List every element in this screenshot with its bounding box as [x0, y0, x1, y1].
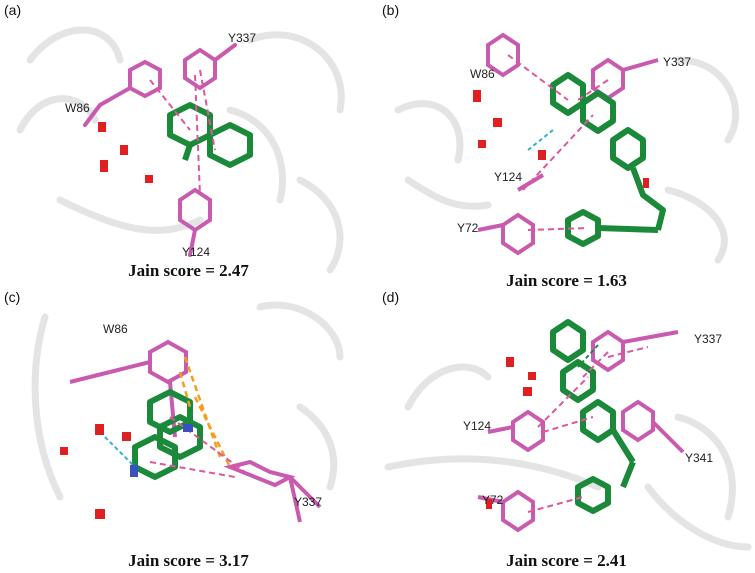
- jain-score: Jain score = 2.47: [128, 261, 249, 280]
- panel-label: (c): [4, 289, 21, 305]
- jain-score: Jain score = 1.63: [506, 271, 627, 286]
- panel-a-molecule-render: [16, 26, 345, 274]
- residue-label: Y124: [463, 419, 492, 433]
- panel-c: (c) W86 Y337 Jain score = 3.17: [0, 287, 377, 573]
- residue-label: Y337: [228, 31, 257, 45]
- residue-label: Y124: [494, 170, 523, 184]
- panel-a: (a) Y337 W86 Y124 Jain score = 2.47: [0, 0, 377, 286]
- residue-label: Y72: [457, 221, 479, 235]
- panel-label: (d): [382, 289, 400, 305]
- residue-label: Y72: [482, 493, 504, 507]
- panel-c-molecule-render: [31, 301, 344, 523]
- panel-d-molecule-render: [384, 319, 752, 551]
- jain-score: Jain score = 2.41: [506, 551, 627, 570]
- residue-label: Y341: [685, 451, 714, 465]
- residue-label: Y124: [182, 245, 211, 259]
- residue-label: W86: [470, 67, 495, 81]
- jain-score: Jain score = 3.17: [128, 551, 249, 570]
- panel-d: (d) Y337 Y124 Y341 Y72 Jain score = 2.41: [378, 287, 755, 573]
- panel-b: (b) W86 Y337 Y124 Y72 Jain score = 1.63: [378, 0, 755, 286]
- panel-label: (b): [382, 2, 400, 18]
- residue-label: Y337: [663, 55, 692, 69]
- panel-label: (a): [4, 2, 22, 18]
- panel-b-molecule-render: [394, 32, 740, 264]
- residue-label: Y337: [694, 332, 723, 346]
- residue-label: W86: [103, 322, 128, 336]
- residue-label: Y337: [294, 495, 323, 509]
- residue-label: W86: [65, 101, 90, 115]
